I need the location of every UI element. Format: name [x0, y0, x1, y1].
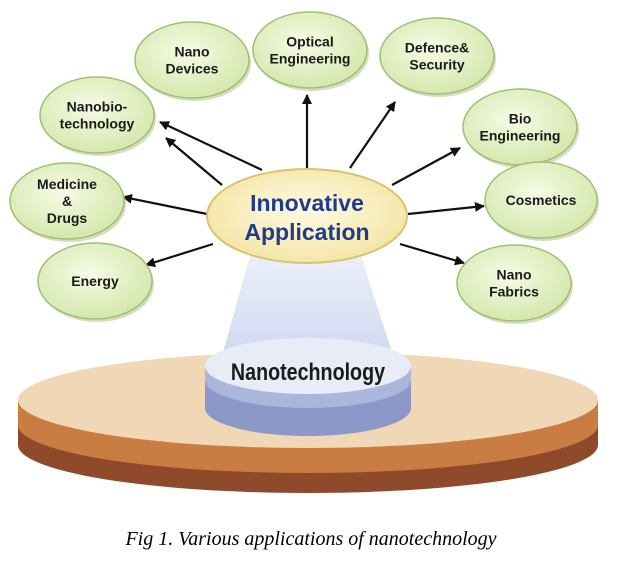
- bubble-label-energy-line1: Energy: [71, 273, 119, 289]
- arrow-to-defence-security: [349, 101, 396, 169]
- hub-label-line2: Application: [244, 219, 369, 245]
- light-beam: [218, 238, 398, 370]
- nanotechnology-applications-diagram: Nanotechnology Innovative Application Na…: [9, 11, 599, 493]
- arrow-to-nano-fabrics: [399, 242, 465, 266]
- application-bubbles: NanoDevicesOpticalEngineeringDefence&Sec…: [9, 11, 599, 324]
- bubble-label-nano-devices-line2: Devices: [166, 61, 219, 77]
- bubble-label-nanobiotechnology-line1: Nanobio-: [67, 99, 128, 115]
- bubble-nanobiotechnology: Nanobio-technology: [39, 76, 156, 156]
- base-label: Nanotechnology: [231, 358, 386, 385]
- bubble-cosmetics: Cosmetics: [484, 161, 599, 241]
- bubble-energy: Energy: [37, 242, 154, 322]
- bubble-label-medicine-drugs-line1: Medicine: [37, 176, 97, 192]
- base-platform: [18, 352, 598, 493]
- bubble-label-optical-engineering-line1: Optical: [286, 34, 333, 50]
- arrow-to-bio-engineering: [391, 147, 461, 186]
- arrow-to-nano-devices: [159, 121, 263, 171]
- bubble-label-defence-security-line1: Defence&: [405, 40, 470, 56]
- bubble-label-bio-engineering-line2: Engineering: [480, 128, 561, 144]
- bubble-label-bio-engineering-line1: Bio: [509, 111, 532, 127]
- figure-caption: Fig 1. Various applications of nanotechn…: [125, 528, 497, 550]
- arrow-to-cosmetics: [407, 201, 485, 216]
- hub-label-line1: Innovative: [250, 190, 364, 216]
- arrow-to-energy: [145, 242, 214, 268]
- innovative-application-hub: Innovative Application: [206, 168, 408, 264]
- arrows: [122, 94, 485, 268]
- bubble-medicine-drugs: Medicine&Drugs: [9, 162, 126, 242]
- arrow-to-nanobiotechnology: [165, 137, 223, 186]
- bubble-label-nano-devices-line1: Nano: [175, 44, 210, 60]
- bubble-label-medicine-drugs-line3: Drugs: [47, 210, 88, 226]
- bubble-defence-security: Defence&Security: [379, 17, 496, 97]
- bubble-label-cosmetics-line1: Cosmetics: [506, 192, 577, 208]
- arrow-to-medicine-drugs: [122, 193, 208, 216]
- bubble-label-optical-engineering-line2: Engineering: [270, 51, 351, 67]
- bubble-label-nano-fabrics-line1: Nano: [497, 267, 532, 283]
- nanotechnology-cylinder: Nanotechnology: [205, 338, 411, 436]
- bubble-label-defence-security-line2: Security: [409, 57, 464, 73]
- bubble-label-nano-fabrics-line2: Fabrics: [489, 284, 539, 300]
- bubble-label-medicine-drugs-line2: &: [62, 193, 72, 209]
- bubble-label-nanobiotechnology-line2: technology: [60, 116, 135, 132]
